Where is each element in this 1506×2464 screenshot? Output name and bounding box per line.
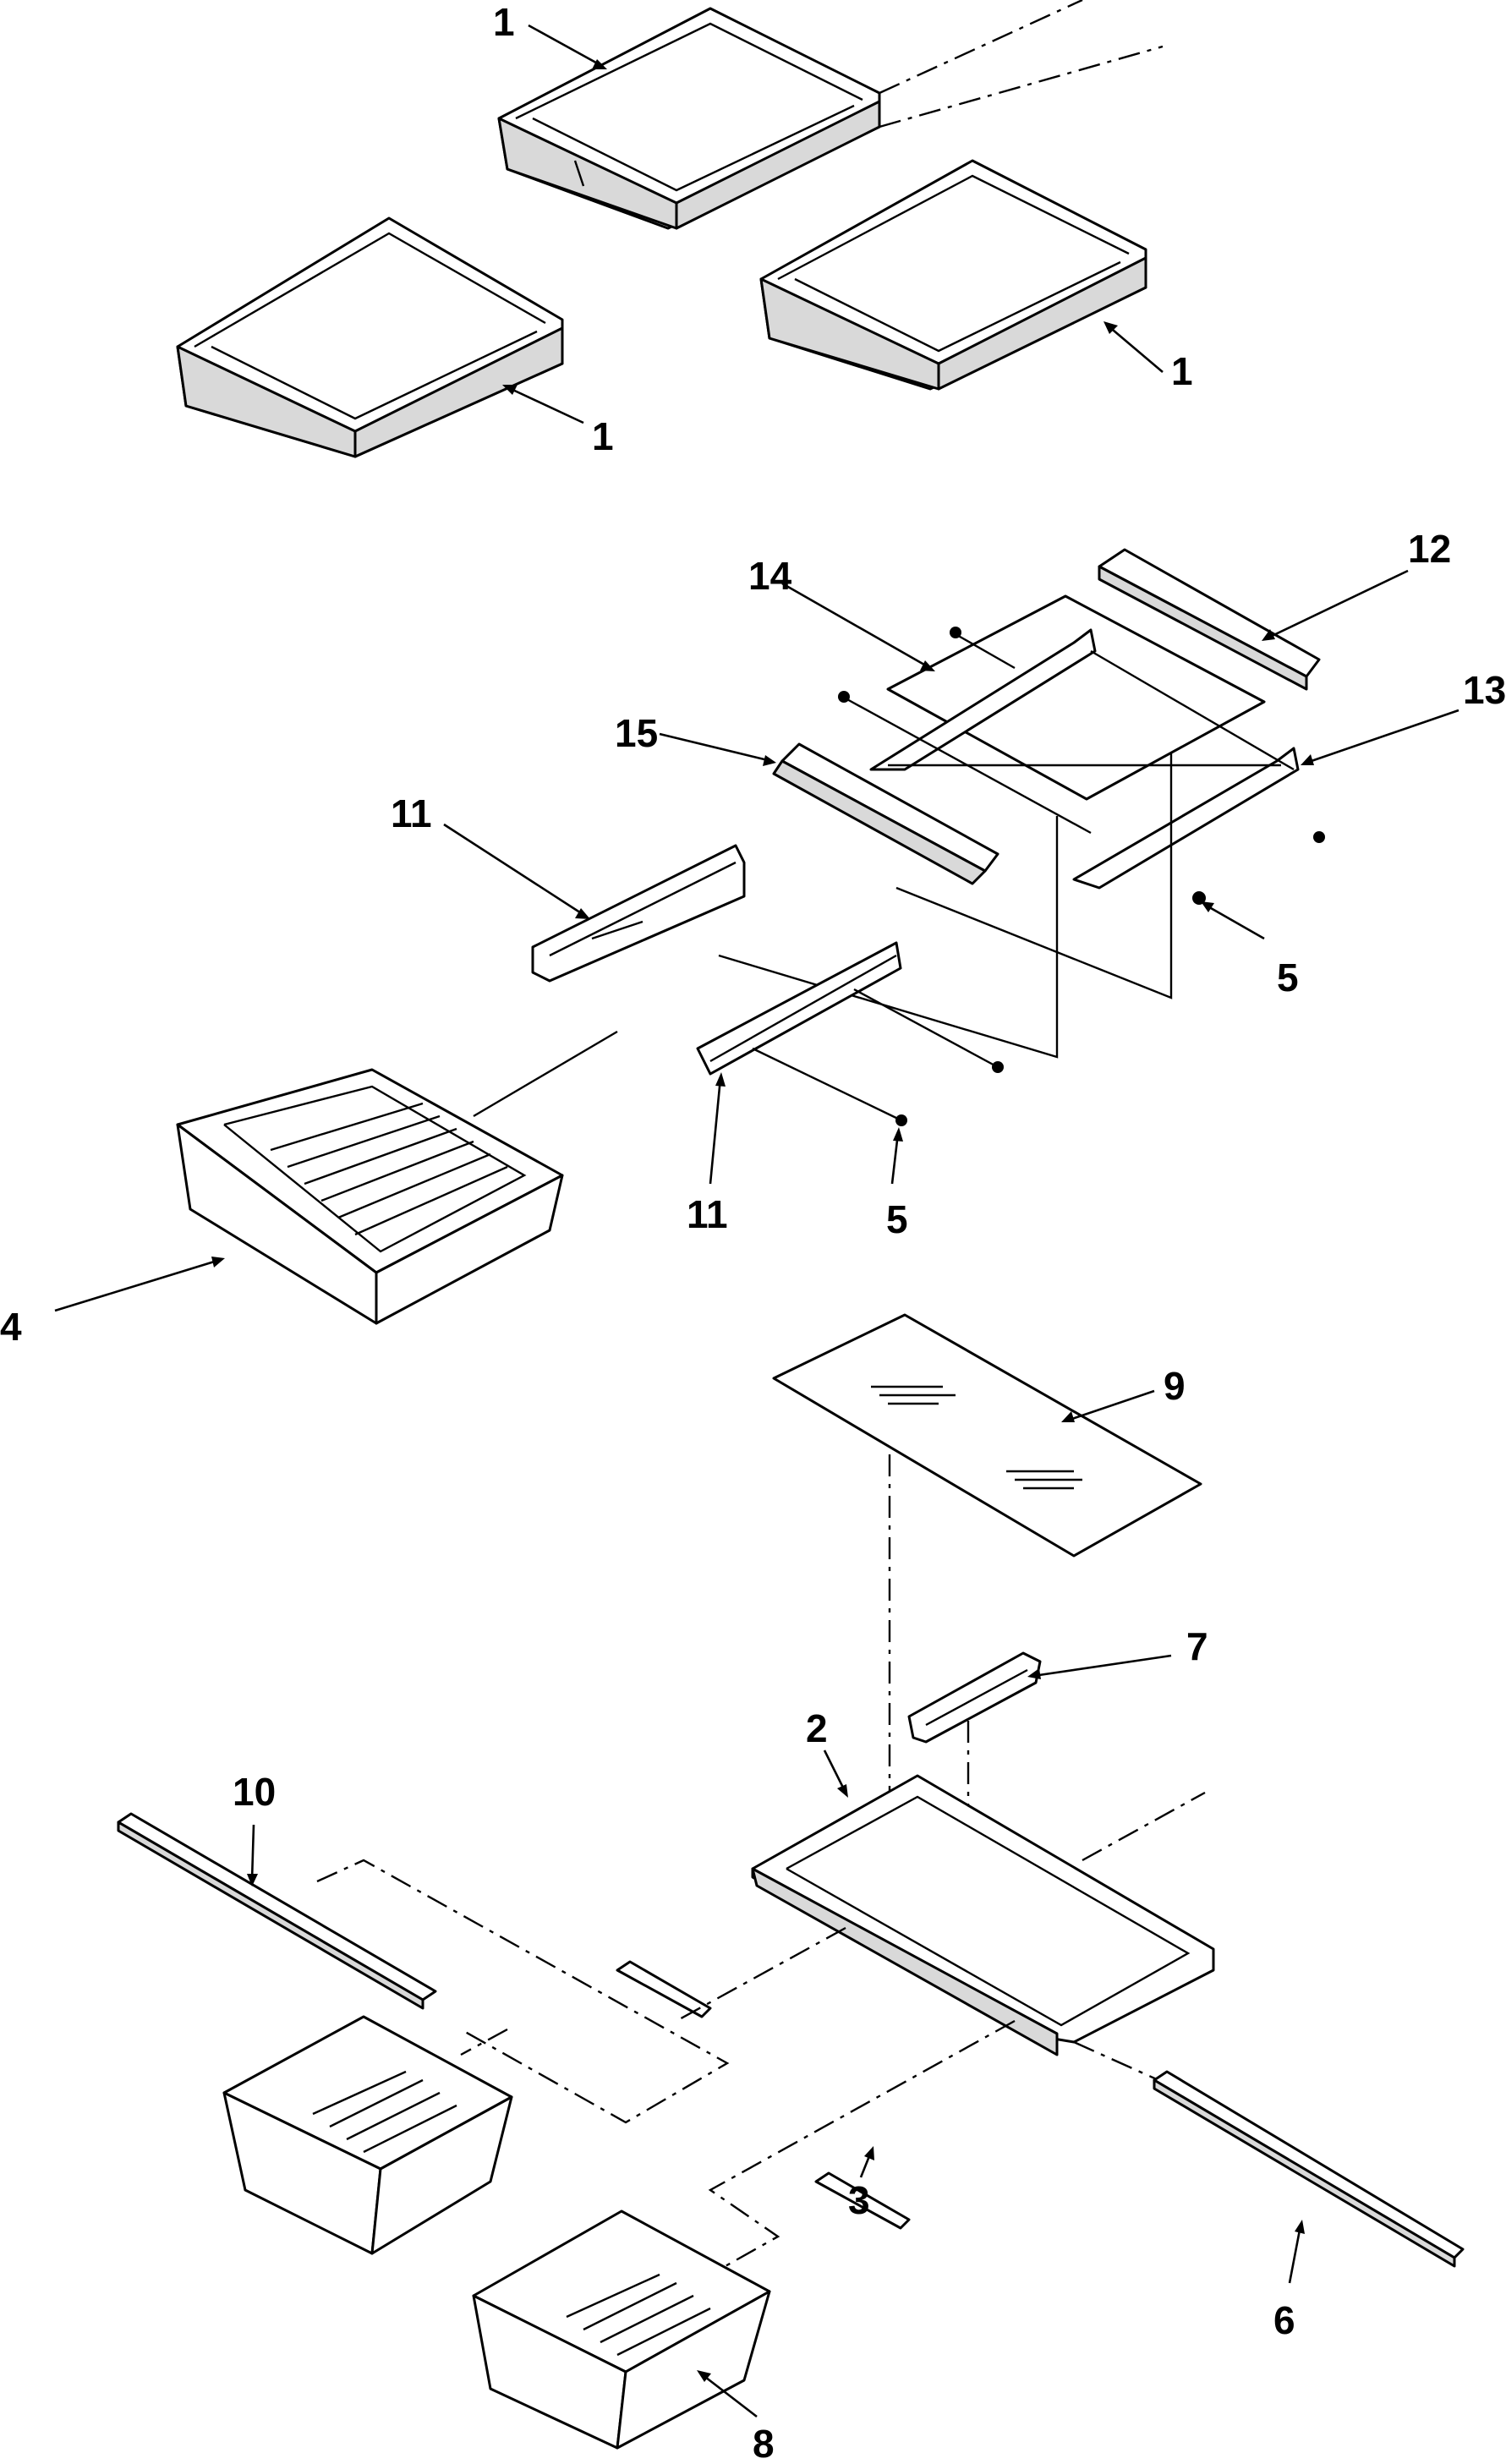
guide-line-3	[676, 1926, 846, 2023]
callout-11-lower: 11	[687, 1192, 728, 1236]
leader-lines	[54, 24, 1459, 2418]
clip-part-3	[616, 1960, 911, 2230]
callout-1-left: 1	[592, 414, 614, 458]
guide-line-10	[316, 1859, 730, 2124]
front-trim-part-15	[772, 742, 999, 885]
drawer-part-8	[472, 2209, 771, 2450]
callout-15: 15	[615, 711, 658, 755]
shelf-assembly-right	[759, 159, 1147, 391]
trim-part-10	[117, 1812, 437, 2010]
callout-3: 3	[848, 2178, 870, 2222]
guide-line-top-2	[879, 45, 1164, 129]
glass-panel-part-9	[772, 1313, 1202, 1558]
shelf-assembly-top	[497, 7, 881, 230]
crisper-drawer-part-4	[176, 1030, 618, 1325]
callout-4: 4	[0, 1305, 22, 1349]
callout-9: 9	[1164, 1364, 1186, 1408]
callout-12: 12	[1408, 527, 1451, 571]
callout-11-upper: 11	[391, 791, 432, 835]
callout-5-lower: 5	[886, 1197, 908, 1241]
callout-10: 10	[233, 1770, 276, 1814]
callout-1-right: 1	[1171, 349, 1193, 393]
shelf-frame-part-13	[838, 627, 1325, 905]
callout-8: 8	[753, 2422, 775, 2464]
main-frame-part-2	[751, 1774, 1215, 2082]
glass-shelf-part-14	[886, 594, 1266, 801]
callout-1-top: 1	[493, 0, 515, 44]
guide-line-drawer-2	[708, 2019, 1016, 2276]
callout-14: 14	[748, 554, 792, 598]
callout-13: 13	[1463, 668, 1506, 712]
guide-line-top-1	[879, 0, 1083, 95]
callout-5-upper: 5	[1277, 955, 1299, 999]
drawer-left-lower	[222, 2015, 513, 2255]
clip-part-7	[907, 1651, 1042, 1744]
rail-part-6	[1153, 2070, 1465, 2268]
alignment-line-2	[895, 753, 1173, 999]
guide-line-drawer-1	[460, 2028, 508, 2056]
callout-2: 2	[806, 1706, 828, 1750]
shelf-assembly-left	[176, 216, 564, 458]
rail-part-11-lower	[696, 941, 1004, 1126]
callout-7: 7	[1186, 1624, 1208, 1668]
callout-6: 6	[1273, 2298, 1295, 2342]
shelf-trim-part-12	[1098, 548, 1321, 691]
rail-part-11-upper	[531, 844, 746, 983]
